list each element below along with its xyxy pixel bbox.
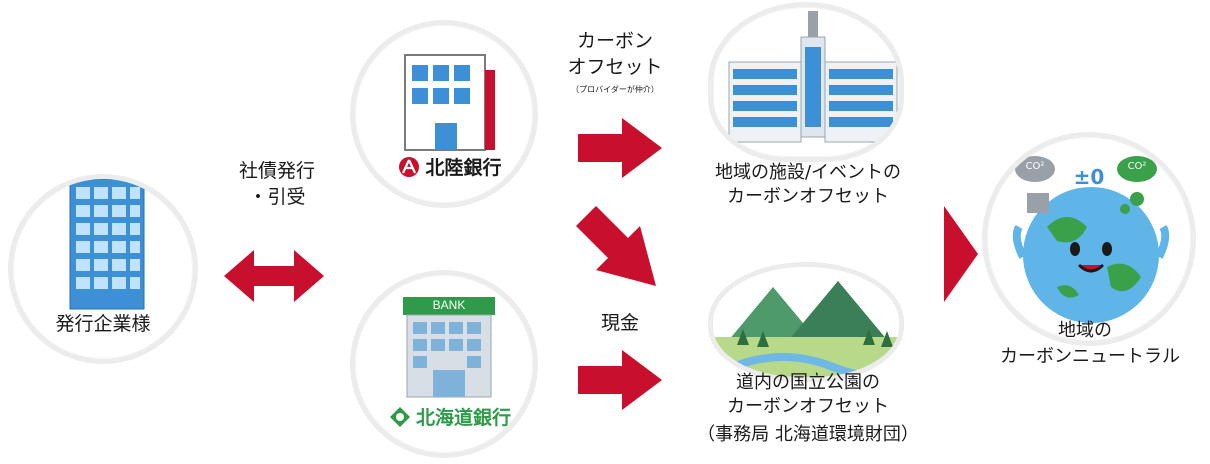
- neutral-label-line1: 地域の: [1058, 320, 1112, 341]
- hokkaido-bank-circle: BANK 北海道銀行: [350, 270, 538, 458]
- triangle-arrow-icon: [944, 206, 978, 302]
- double-arrow-icon: [224, 250, 324, 302]
- issuer-label: 発行企業様: [55, 313, 151, 335]
- hokkaido-emblem-icon: [389, 406, 410, 427]
- bond-label-line2: ・引受: [248, 186, 306, 208]
- balance-badge: ±0: [1073, 165, 1105, 189]
- office-building-icon: [69, 179, 145, 310]
- hokuriku-bank-name: 北陸銀行: [425, 157, 502, 179]
- earth-character-icon: [1012, 156, 1170, 323]
- issuer-circle: 発行企業様: [8, 174, 198, 364]
- bank-building-icon-2: [403, 297, 495, 398]
- bank-sign: BANK: [432, 298, 466, 312]
- hokkaido-bank-name: 北海道銀行: [416, 407, 512, 429]
- bank-building-icon: [404, 54, 495, 151]
- bond-label-line1: 社債発行: [238, 160, 315, 182]
- park-label-line1: 道内の国立公園の: [736, 372, 880, 393]
- regional-label-line2: カーボンオフセット: [727, 186, 889, 207]
- cash-flow-label: 現金: [600, 312, 639, 334]
- park-label-line2: カーボンオフセット: [727, 396, 889, 417]
- hokuriku-bank-circle: 北陸銀行: [350, 20, 538, 208]
- diagonal-arrow-icon: [576, 206, 656, 286]
- right-arrow-icon-bottom: [578, 350, 662, 410]
- regional-facility-circle: [708, 2, 904, 162]
- hokkaido-logo: 北海道銀行: [375, 403, 525, 433]
- offset-flow-note: （プロバイダーが仲介）: [571, 85, 659, 94]
- neutral-label-line2: カーボンニュートラル: [1000, 346, 1180, 367]
- carbon-neutral-circle: CO² CO² ±0: [982, 132, 1196, 346]
- co2-right-badge: CO²: [1127, 161, 1147, 172]
- offset-flow-line1: カーボン: [576, 30, 653, 52]
- offset-flow-line2: オフセット: [567, 56, 663, 78]
- hokuriku-emblem-icon: [399, 156, 420, 177]
- regional-label-line1: 地域の施設/イベントの: [714, 162, 902, 183]
- park-label-line3: （事務局 北海道環境財団）: [697, 424, 919, 445]
- right-arrow-icon-top: [578, 118, 662, 178]
- government-building-icon: [728, 11, 898, 143]
- national-park-circle: [708, 262, 904, 382]
- mountain-park-icon: [713, 267, 899, 377]
- co2-left-badge: CO²: [1025, 161, 1045, 172]
- hokuriku-logo: 北陸銀行: [385, 153, 515, 183]
